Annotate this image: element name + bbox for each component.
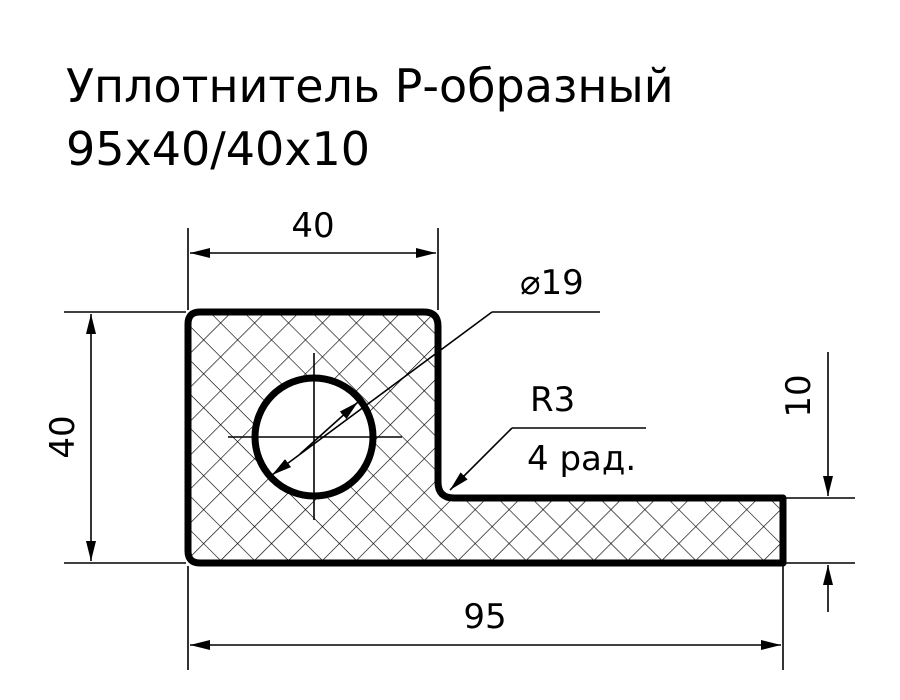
drawing-subtitle: 95х40/40х10 — [66, 122, 370, 176]
dim-right-height-label: 10 — [779, 374, 819, 417]
dim-left-height-label: 40 — [43, 415, 83, 458]
dim-bottom-width: 95 — [187, 566, 784, 670]
drawing-title: Уплотнитель Р-образный — [66, 59, 674, 113]
dim-diameter-label: ⌀19 — [520, 263, 584, 303]
dim-diameter: ⌀19 — [271, 263, 600, 476]
dim-radius-label: R3 — [530, 380, 575, 420]
dim-right-height: 10 — [779, 352, 855, 612]
dim-radius: R3 4 рад. — [449, 380, 646, 491]
dim-radius-note: 4 рад. — [527, 439, 636, 479]
center-lines — [228, 353, 402, 520]
dim-left-height: 40 — [43, 311, 186, 564]
dim-top-width: 40 — [187, 206, 439, 310]
dim-top-width-label: 40 — [291, 206, 334, 246]
dim-bottom-width-label: 95 — [463, 597, 506, 637]
profile-outline — [184, 308, 787, 567]
